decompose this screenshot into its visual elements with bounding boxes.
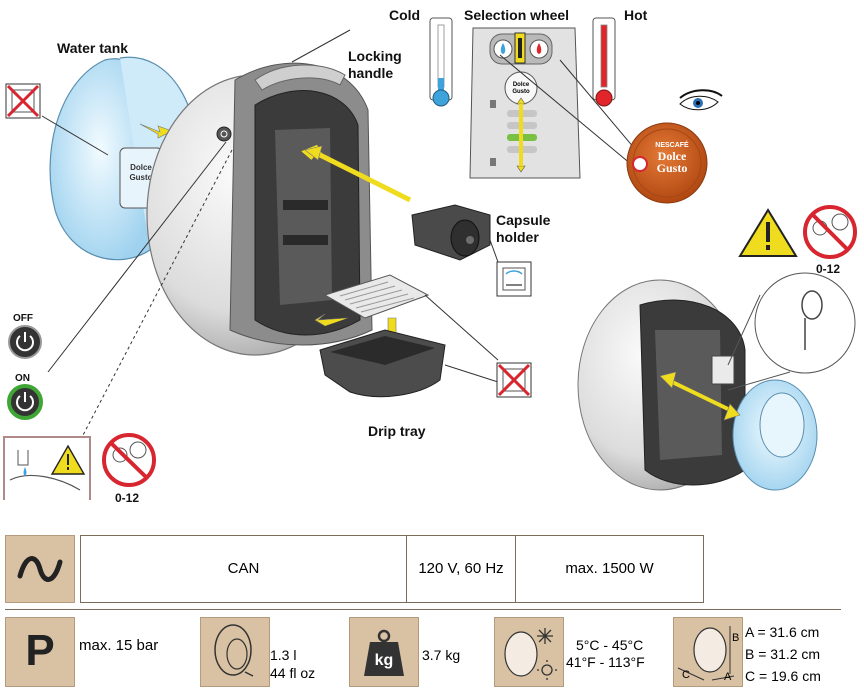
- dim-marker-b: B: [732, 632, 740, 644]
- off-label: OFF: [13, 313, 33, 324]
- temperature-fahrenheit: 41°F - 113°F: [566, 654, 645, 670]
- ambient-temperature-icon: [504, 628, 557, 680]
- temperature-celsius: 5°C - 45°C: [576, 637, 644, 653]
- capsule-holder-label: Capsule holder: [496, 212, 551, 245]
- open-lid-arrow-line: [667, 378, 731, 412]
- capsule-holder: [411, 204, 491, 261]
- children-prohibited-icon-left: [102, 433, 156, 487]
- svg-text:Dolce: Dolce: [513, 82, 530, 88]
- cold-label: Cold: [389, 7, 421, 23]
- machine-illustration: Dolce Gusto: [3, 17, 857, 500]
- dim-marker-a: A: [724, 671, 732, 683]
- hot-label: Hot: [624, 7, 648, 23]
- svg-text:Gusto: Gusto: [129, 173, 152, 182]
- tank-volume-l: 1.3 l: [270, 647, 297, 663]
- hot-surface-warning-panel: [3, 436, 91, 500]
- coffee-capsule: [626, 122, 708, 204]
- cold-thermometer: [429, 17, 453, 107]
- warning-triangle-icon: [738, 208, 798, 257]
- children-prohibited-icon-right: [803, 205, 857, 259]
- selection-wheel-panel: Dolce Gusto: [469, 27, 581, 179]
- pressure-symbol-box: P: [5, 617, 75, 687]
- region-cell: CAN: [227, 560, 260, 577]
- water-tank-icon: [214, 624, 254, 677]
- coffee-machine: [146, 62, 373, 356]
- drip-tray: [319, 329, 446, 398]
- capsule-brand-line1: NESCAFÉ: [655, 142, 689, 149]
- drip-grid: [323, 274, 430, 319]
- svg-text:Dolce: Dolce: [130, 163, 152, 172]
- ac-sine-icon: [17, 556, 63, 582]
- dimension-a: A = 31.6 cm: [745, 624, 820, 640]
- power-cell: max. 1500 W: [565, 560, 654, 577]
- hot-thermometer: [592, 17, 616, 107]
- dishwasher-safe-icon: [496, 261, 532, 297]
- capsule-brand-line2: Dolce: [657, 149, 687, 163]
- pressure-value: max. 15 bar: [79, 637, 159, 654]
- divider: [5, 609, 841, 610]
- voltage-cell: 120 V, 60 Hz: [418, 560, 504, 577]
- capsule-brand: NESCAFÉ Dolce Gusto: [640, 142, 704, 174]
- no-dishwasher-icon-tray: [496, 362, 532, 398]
- drip-tray-label: Drip tray: [368, 423, 426, 439]
- capsule-brand-line3: Gusto: [656, 161, 688, 175]
- electrical-spec-table: CAN 120 V, 60 Hz max. 1500 W: [80, 535, 704, 603]
- temperature-symbol-box: [494, 617, 564, 687]
- detail-zoom-circle: [727, 272, 856, 391]
- weight-value: 3.7 kg: [422, 647, 461, 663]
- drip-insert-arrow: [314, 313, 349, 327]
- weight-symbol-box: kg: [349, 617, 419, 687]
- weight-icon: [364, 629, 404, 676]
- water-tank-label: Water tank: [57, 40, 129, 56]
- selection-wheel-label: Selection wheel: [464, 7, 570, 23]
- dimension-b: B = 31.2 cm: [745, 646, 821, 662]
- power-on-icon: [7, 384, 43, 420]
- eye-icon: [679, 89, 723, 111]
- water-tank-capacity-box: [200, 617, 270, 687]
- on-label: ON: [15, 373, 30, 384]
- svg-text:Gusto: Gusto: [512, 89, 530, 95]
- dimension-c: C = 19.6 cm: [745, 668, 821, 684]
- dimensions-icon: [677, 626, 735, 681]
- dimensions-symbol-box: B C A: [673, 617, 743, 687]
- locking-handle-label: Locking handle: [348, 48, 402, 81]
- no-dishwasher-icon-tank: [5, 83, 41, 119]
- tank-volume-oz: 44 fl oz: [270, 665, 316, 681]
- age-label-right: 0-12: [816, 262, 841, 276]
- pressure-symbol: P: [25, 626, 55, 675]
- age-label-left: 0-12: [115, 491, 140, 505]
- weight-symbol: kg: [374, 652, 394, 669]
- power-off-icon: [8, 325, 42, 359]
- ac-current-symbol-box: [5, 535, 75, 603]
- dim-marker-c: C: [682, 669, 690, 681]
